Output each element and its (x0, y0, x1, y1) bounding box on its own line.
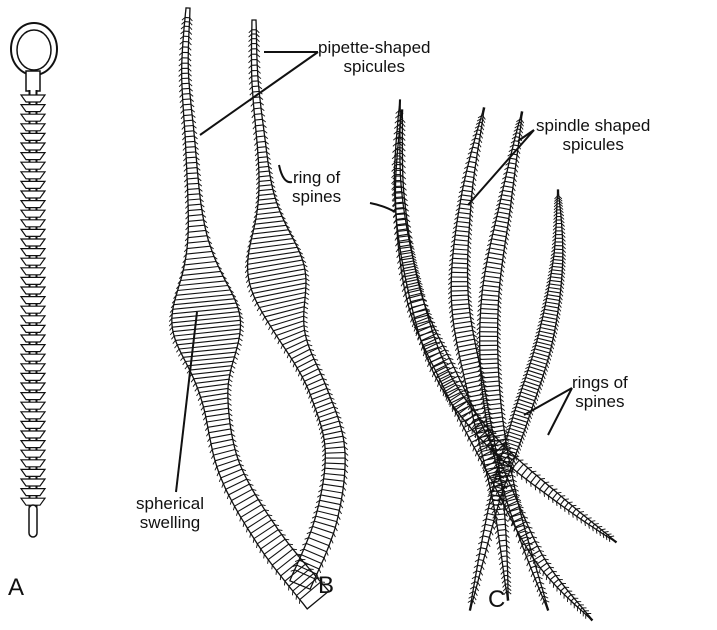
panel-c-label: C (488, 586, 505, 614)
panel-a-label: A (8, 574, 24, 602)
panel-b-label: B (318, 572, 334, 600)
spicule-a (11, 23, 57, 537)
spicule-c1 (393, 110, 593, 620)
spicule-drawings (11, 8, 616, 621)
